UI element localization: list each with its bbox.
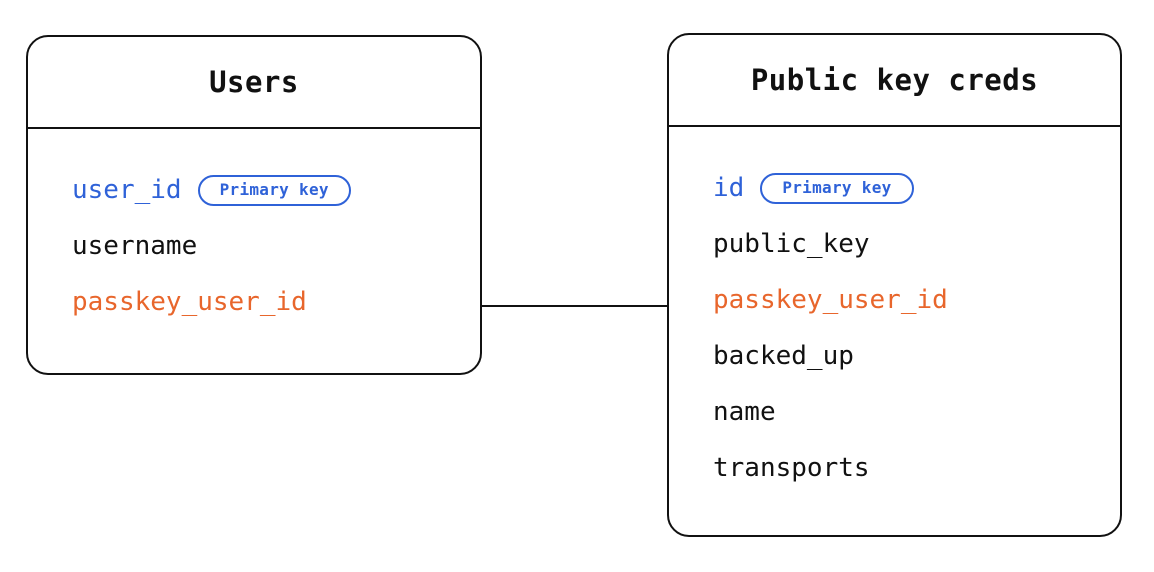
- primary-key-badge: Primary key: [760, 172, 914, 204]
- field-row-public-key[interactable]: public_key: [669, 216, 1120, 272]
- field-label-backed-up: backed_up: [713, 341, 854, 371]
- field-label-user-id: user_id: [72, 175, 182, 205]
- field-label-passkey-user-id: passkey_user_id: [72, 287, 307, 317]
- field-row-passkey-user-id[interactable]: passkey_user_id: [28, 274, 480, 330]
- relationship-line-users-public-key-creds: [480, 305, 669, 307]
- field-row-id[interactable]: id Primary key: [669, 160, 1120, 216]
- entity-card-users[interactable]: Users user_id Primary key username passk…: [26, 35, 482, 375]
- field-row-username[interactable]: username: [28, 218, 480, 274]
- field-row-backed-up[interactable]: backed_up: [669, 328, 1120, 384]
- field-row-transports[interactable]: transports: [669, 440, 1120, 496]
- field-label-public-key: public_key: [713, 229, 870, 259]
- entity-title-public-key-creds: Public key creds: [750, 63, 1039, 97]
- field-label-username: username: [72, 231, 198, 261]
- field-label-transports: transports: [713, 453, 870, 483]
- entity-card-public-key-creds[interactable]: Public key creds id Primary key public_k…: [667, 33, 1122, 537]
- entity-header-public-key-creds: Public key creds: [669, 35, 1120, 127]
- field-label-passkey-user-id: passkey_user_id: [713, 285, 948, 315]
- field-label-id: id: [713, 173, 745, 203]
- entity-field-list-public-key-creds: id Primary key public_key passkey_user_i…: [669, 127, 1120, 496]
- entity-field-list-users: user_id Primary key username passkey_use…: [28, 129, 480, 330]
- entity-title-users: Users: [209, 65, 299, 99]
- field-row-name[interactable]: name: [669, 384, 1120, 440]
- field-row-passkey-user-id[interactable]: passkey_user_id: [669, 272, 1120, 328]
- field-label-name: name: [713, 397, 776, 427]
- primary-key-badge: Primary key: [197, 174, 351, 206]
- field-row-user-id[interactable]: user_id Primary key: [28, 162, 480, 218]
- entity-header-users: Users: [28, 37, 480, 129]
